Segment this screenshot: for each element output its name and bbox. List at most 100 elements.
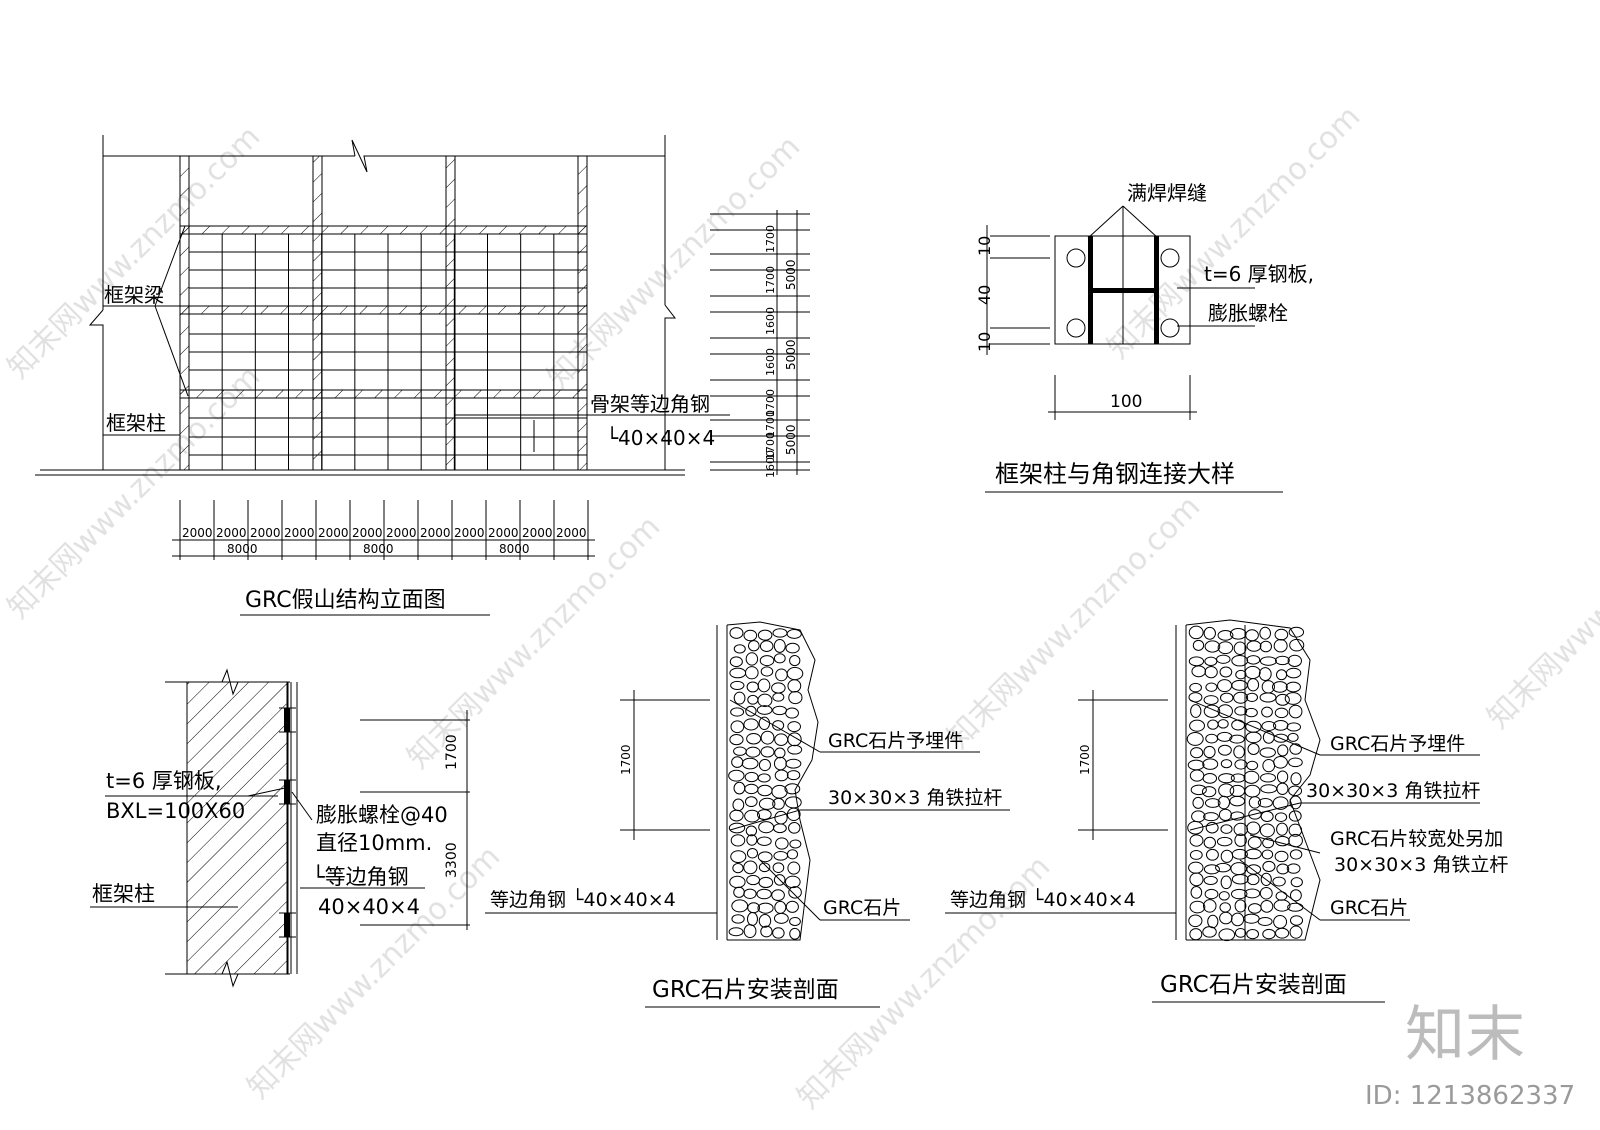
stone [1260,773,1276,783]
stone [1288,823,1303,837]
stone [1230,773,1246,783]
stone [741,757,759,770]
stone [1217,795,1231,810]
stone [787,861,801,875]
stone [1262,928,1276,940]
stone [1288,704,1303,719]
stone [1188,656,1205,667]
dim-label: 8000 [499,542,530,556]
stone [746,834,758,846]
stone [775,837,789,850]
stone [1246,928,1260,940]
stone [733,781,746,795]
dim-label: 2000 [522,526,553,540]
brand-id: ID: 1213862337 [1365,1081,1575,1111]
dim-label: 1700 [764,432,777,460]
stone [784,796,802,809]
stone [1189,928,1203,941]
stone [786,849,799,860]
stone [1190,784,1207,796]
dim-label: 1600 [764,450,777,478]
stone [788,691,803,705]
stone [1203,836,1216,849]
stone [1290,772,1302,786]
stone [1187,759,1205,771]
stone [1230,888,1248,900]
stone [759,655,775,667]
stone [1216,836,1233,847]
stone [1289,915,1304,926]
stone [757,773,771,783]
stone [1189,872,1204,887]
stone [1246,760,1259,771]
stone [1259,626,1272,640]
dim-1700-s2: 1700 [1078,744,1092,775]
stone-section-2: 1700 GRC石片予埋件 30×30×3 角铁拉杆 GRC石片较宽处另加 30… [945,619,1508,1003]
stone [786,770,801,781]
stone [745,705,757,717]
stone [775,668,788,682]
stone [731,899,749,913]
stone [1218,808,1232,822]
stone [733,644,746,654]
stone [758,914,772,928]
stone [773,653,786,664]
stone [1217,630,1234,641]
dim-10-bottom: 10 [975,332,994,352]
stone [1247,836,1262,849]
stone [760,730,775,745]
stone [1276,782,1289,796]
stone [1217,704,1233,719]
stone [1205,821,1219,834]
dim-label: 2000 [182,526,213,540]
stone [1217,641,1234,655]
dim-label: 2000 [352,526,383,540]
stone [744,783,759,795]
dim-label: 1700 [764,266,777,294]
label-angle-spec: └40×40×4 [606,426,715,450]
stone [784,875,801,889]
stone [785,642,800,654]
stone [1188,914,1203,928]
stone [1261,849,1274,860]
stone [1260,810,1274,823]
stone [1275,693,1290,706]
stone [1260,784,1278,794]
stone [1192,639,1205,651]
stone [1245,731,1262,744]
stone [1220,875,1232,890]
stone [1219,911,1233,925]
stone [745,746,761,758]
stone [1257,798,1273,808]
stone [757,693,773,707]
stone [1186,732,1204,746]
dim-40: 40 [975,285,994,305]
stone [1203,875,1218,885]
stone [1260,872,1272,887]
stone [1203,695,1219,706]
stone [1231,848,1248,860]
stone [1273,756,1288,769]
label-angle-s2: 等边角钢 └40×40×4 [950,887,1136,911]
dim-label: 5000 [784,339,798,370]
dim-10-top: 10 [975,236,994,256]
dim-100: 100 [1110,392,1142,412]
stone [760,746,775,758]
stone [1201,786,1217,798]
stone [772,720,785,731]
stone [1235,669,1247,680]
stone [1202,758,1219,770]
stone [729,656,743,668]
stone [744,771,759,783]
stone [1244,707,1258,718]
dim-label: 8000 [363,542,394,556]
stone [730,720,745,734]
label-bolt-40: 膨胀螺栓@40 [316,803,448,827]
stone [760,925,773,938]
label-column-side: 框架柱 [92,882,155,906]
bolt [284,708,290,732]
stone [745,652,759,666]
stone [1285,681,1301,693]
detail-title: 框架柱与角钢连接大样 [995,460,1235,488]
stone [1217,719,1229,729]
